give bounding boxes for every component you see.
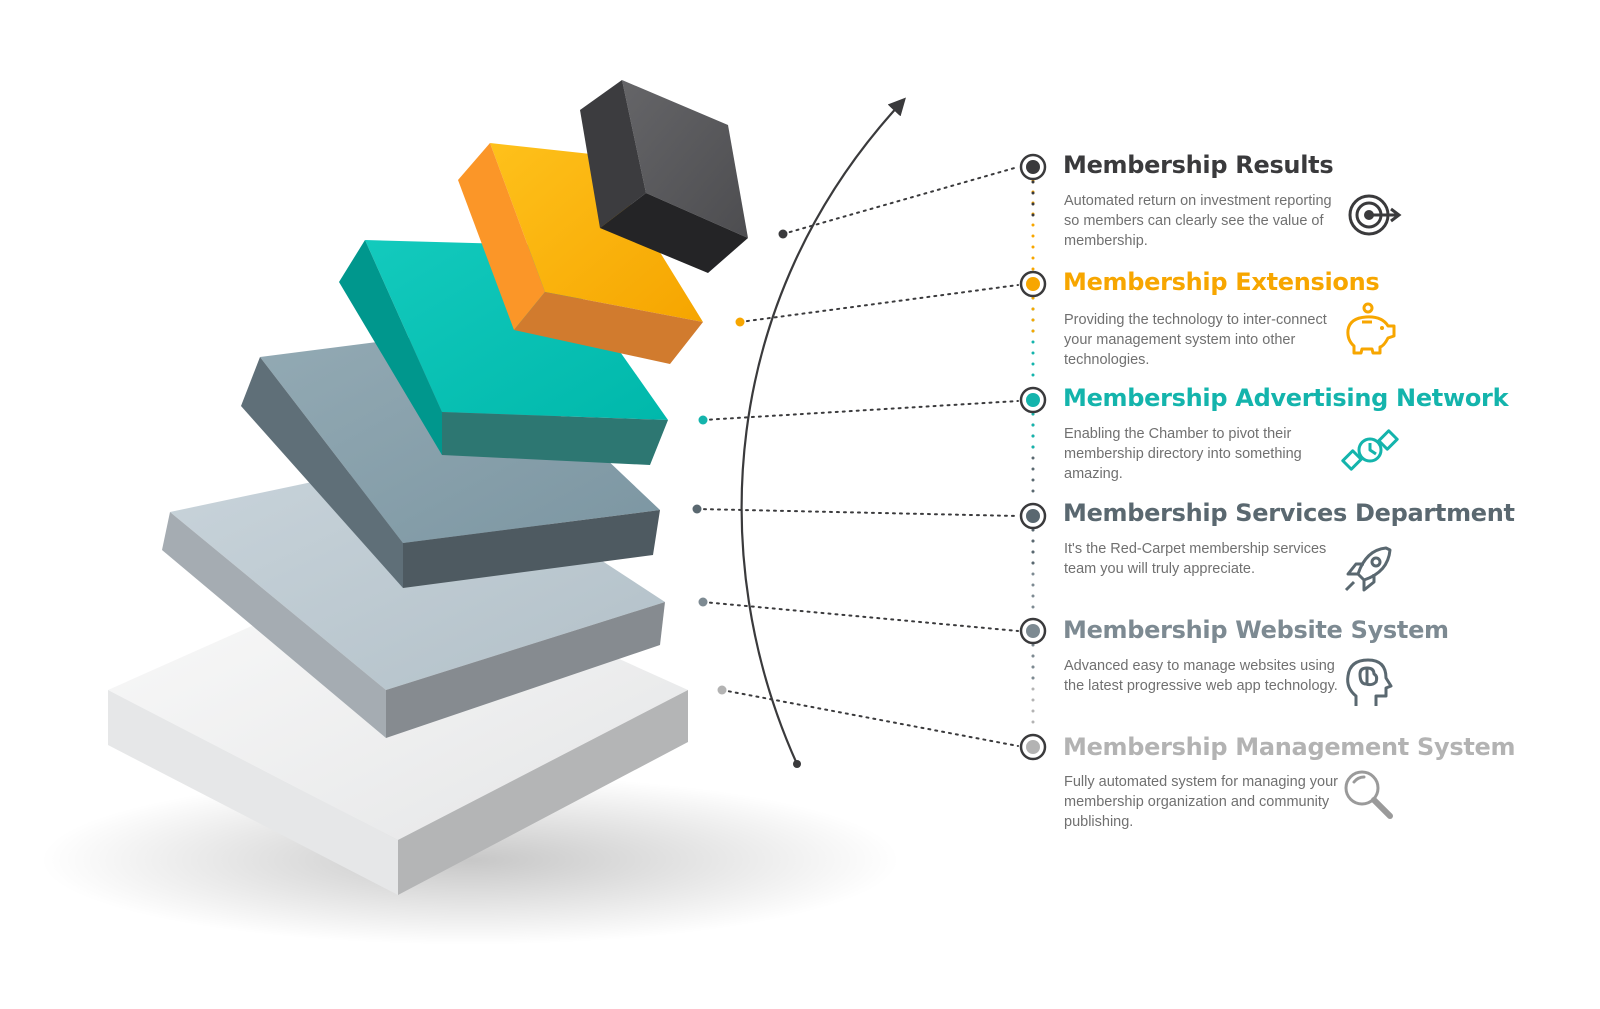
step-description: Providing the technology to inter-connec…	[1064, 312, 1327, 368]
growth-arrow-start-dot	[793, 760, 801, 768]
connector-management	[717, 685, 1019, 747]
connector-extensions	[735, 284, 1019, 327]
piggy-bank-icon	[1346, 302, 1396, 355]
step-title: Membership Services Department	[1063, 499, 1515, 527]
growth-arrow	[740, 97, 906, 765]
step-title: Membership Results	[1063, 151, 1334, 179]
step-title: Membership Management System	[1063, 733, 1516, 761]
step-description: Enabling the Chamber to pivot their memb…	[1064, 426, 1302, 482]
timeline-node-extensions	[1019, 270, 1047, 298]
step-description: It's the Red-Carpet membership services …	[1064, 541, 1327, 577]
step-description: Automated return on investment reporting…	[1064, 193, 1332, 249]
brain-head-icon	[1346, 658, 1393, 706]
connector-services	[692, 504, 1019, 517]
stack-block-results	[580, 80, 748, 273]
rocket-icon	[1344, 546, 1392, 592]
step-title: Membership Extensions	[1063, 268, 1380, 296]
satellite-icon	[1341, 429, 1399, 471]
connector-advertising	[698, 400, 1019, 425]
timeline-node-website	[1019, 617, 1047, 645]
magnifier-icon	[1344, 770, 1393, 819]
step-description: Fully automated system for managing your…	[1064, 774, 1339, 830]
connector-results	[778, 166, 1019, 239]
step-description: Advanced easy to manage websites using t…	[1064, 658, 1338, 694]
step-title: Membership Website System	[1063, 616, 1449, 644]
connector-website	[698, 597, 1019, 632]
timeline-node-services	[1019, 502, 1047, 530]
stack-block-extensions	[458, 143, 703, 364]
step-title: Membership Advertising Network	[1063, 384, 1509, 412]
timeline-node-advertising	[1019, 386, 1047, 414]
timeline-node-management	[1019, 733, 1047, 761]
target-icon	[1348, 194, 1402, 236]
timeline-node-results	[1019, 153, 1047, 181]
